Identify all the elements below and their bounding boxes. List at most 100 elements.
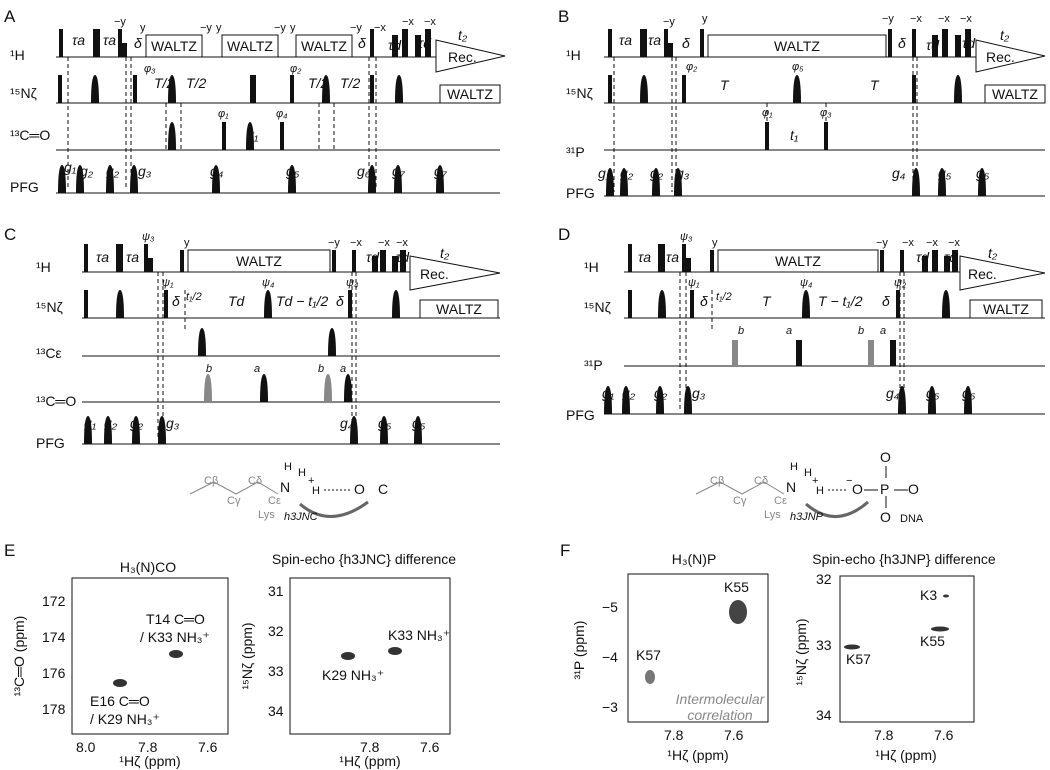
residue-label: Lys	[258, 509, 275, 521]
mark-label: a	[880, 325, 886, 337]
panel-b: B ¹H ¹⁵Nζ ³¹P PFG WALTZ Rec. t₂ τa τa −y…	[558, 7, 1046, 201]
delay-label: δ	[898, 35, 906, 51]
shaped-pulse	[658, 290, 666, 318]
panel-f: F H₃(N)P −5 −4 −3 7.8 7.6 ¹Hζ (ppm) ³¹P …	[560, 541, 996, 763]
phi-label: φ₁	[762, 107, 773, 119]
gradient-label: g₁	[64, 159, 77, 175]
residue-label: Lys	[764, 509, 781, 521]
charge-label: +	[308, 475, 314, 487]
pulse	[402, 29, 408, 57]
gradient-label: g₅	[962, 385, 976, 401]
atom-label: Cγ	[227, 495, 241, 507]
waltz-label: WALTZ	[301, 38, 347, 54]
acquisition-fid	[975, 39, 1046, 73]
waltz-block	[295, 34, 353, 58]
channel-label: ¹³Cε	[36, 345, 62, 361]
pulse-90	[59, 29, 63, 57]
delay-label: τa	[96, 249, 109, 265]
peak-label: K3	[920, 587, 937, 603]
atom-label: N	[786, 479, 796, 495]
pulse-90	[900, 250, 904, 272]
mark-label: a	[340, 363, 346, 375]
peak-label: / K29 NH₃⁺	[90, 711, 160, 727]
x-tick: 7.8	[874, 727, 894, 743]
y-tick: 174	[42, 629, 66, 645]
x-tick: 7.6	[724, 727, 744, 743]
waltz-block	[221, 34, 279, 58]
peak	[169, 650, 183, 658]
spectrum-title: H₃(N)CO	[120, 559, 176, 575]
spectrum-title: H₃(N)P	[672, 551, 717, 567]
peak-label: K33 NH₃⁺	[388, 627, 450, 643]
pulse-90	[700, 29, 704, 57]
phase-label: −x	[910, 13, 922, 25]
panel-c: C ¹H ¹⁵Nζ ¹³Cε ¹³C═O PFG ψ₃ WALTZ Rec. t…	[4, 225, 501, 523]
pulse-90	[824, 122, 828, 150]
delay-label: δ	[336, 293, 344, 309]
x-axis-label: ¹Hζ (ppm)	[875, 747, 936, 763]
delay-label: τa	[72, 32, 85, 48]
gradient-label: g₂	[104, 415, 118, 431]
delay-label: T − t₁/2	[818, 293, 863, 309]
phase-label: y	[216, 22, 222, 34]
gradient-label: g₅	[976, 165, 990, 181]
pulse-sat	[685, 258, 691, 272]
atom-label: O	[852, 481, 863, 497]
delay-label: Td	[228, 293, 246, 309]
panel-letter: E	[4, 541, 15, 560]
atom-label: C	[378, 481, 388, 497]
x-axis-label: ¹Hζ (ppm)	[119, 753, 180, 769]
phase-label: −x	[374, 22, 386, 34]
phase-label: y	[712, 237, 718, 249]
waltz-block	[145, 34, 203, 58]
phi-label: φ₂	[290, 63, 302, 75]
phi-label: φ₄	[276, 108, 288, 120]
pulse-grey	[732, 340, 738, 366]
pulse	[372, 256, 378, 272]
acquisition-fid	[409, 255, 501, 291]
coupling-label: h3JNP	[790, 511, 824, 523]
shaped-pulse	[91, 75, 99, 103]
delay-label: τa	[666, 249, 679, 265]
phase-label: y	[290, 22, 296, 34]
lys-np-structure: Cβ Cγ Cδ Cε Lys N H H H + − O P O O O DN…	[695, 449, 924, 525]
charge-label: +	[812, 475, 818, 487]
delay-label: t₁/2	[716, 291, 732, 303]
delay-label: T/2	[186, 75, 206, 91]
pulse-90	[912, 29, 916, 57]
peak-label: E16 C═O	[90, 693, 150, 709]
peak-label: / K33 NH₃⁺	[140, 629, 210, 645]
psi-label: ψ₁	[688, 277, 700, 289]
delay-label: T	[720, 77, 730, 93]
delay-label: τa	[648, 32, 661, 48]
side-chain	[695, 481, 785, 495]
pulse-90	[664, 29, 668, 57]
gradient	[158, 416, 166, 444]
phi-label: φ₅	[792, 61, 804, 73]
pulse	[392, 256, 398, 272]
atom-label: Cδ	[754, 475, 768, 487]
waltz-label: WALTZ	[227, 38, 273, 54]
pulse-90	[280, 122, 284, 150]
pulse-90	[690, 290, 694, 318]
pulse-180	[93, 29, 100, 57]
peak-label: K55	[724, 579, 749, 595]
spectrum-title: Spin-echo {h3JNC} difference	[272, 551, 456, 567]
dna-label: DNA	[900, 513, 924, 525]
phase-label: −x	[960, 13, 972, 25]
panel-e: E H₃(N)CO 172 174 176 178 8.0 7.8 7.6 ¹H…	[4, 541, 456, 769]
delay-label: τd	[418, 35, 432, 51]
pulse	[400, 250, 406, 272]
annotation: Intermolecular	[676, 691, 766, 707]
shaped-pulse	[802, 290, 810, 318]
shaped-pulse	[395, 75, 403, 103]
waltz-label: WALTZ	[447, 86, 493, 102]
phase-label: y	[702, 13, 708, 25]
atom-label: O	[880, 449, 891, 465]
shaped-pulse-grey	[324, 374, 332, 402]
t2-label: t₂	[458, 27, 468, 43]
t2-label: t₂	[988, 245, 998, 261]
pulse-grey	[868, 340, 874, 366]
phase-label: −x	[396, 237, 408, 249]
gradient-label: g₂	[106, 163, 120, 179]
